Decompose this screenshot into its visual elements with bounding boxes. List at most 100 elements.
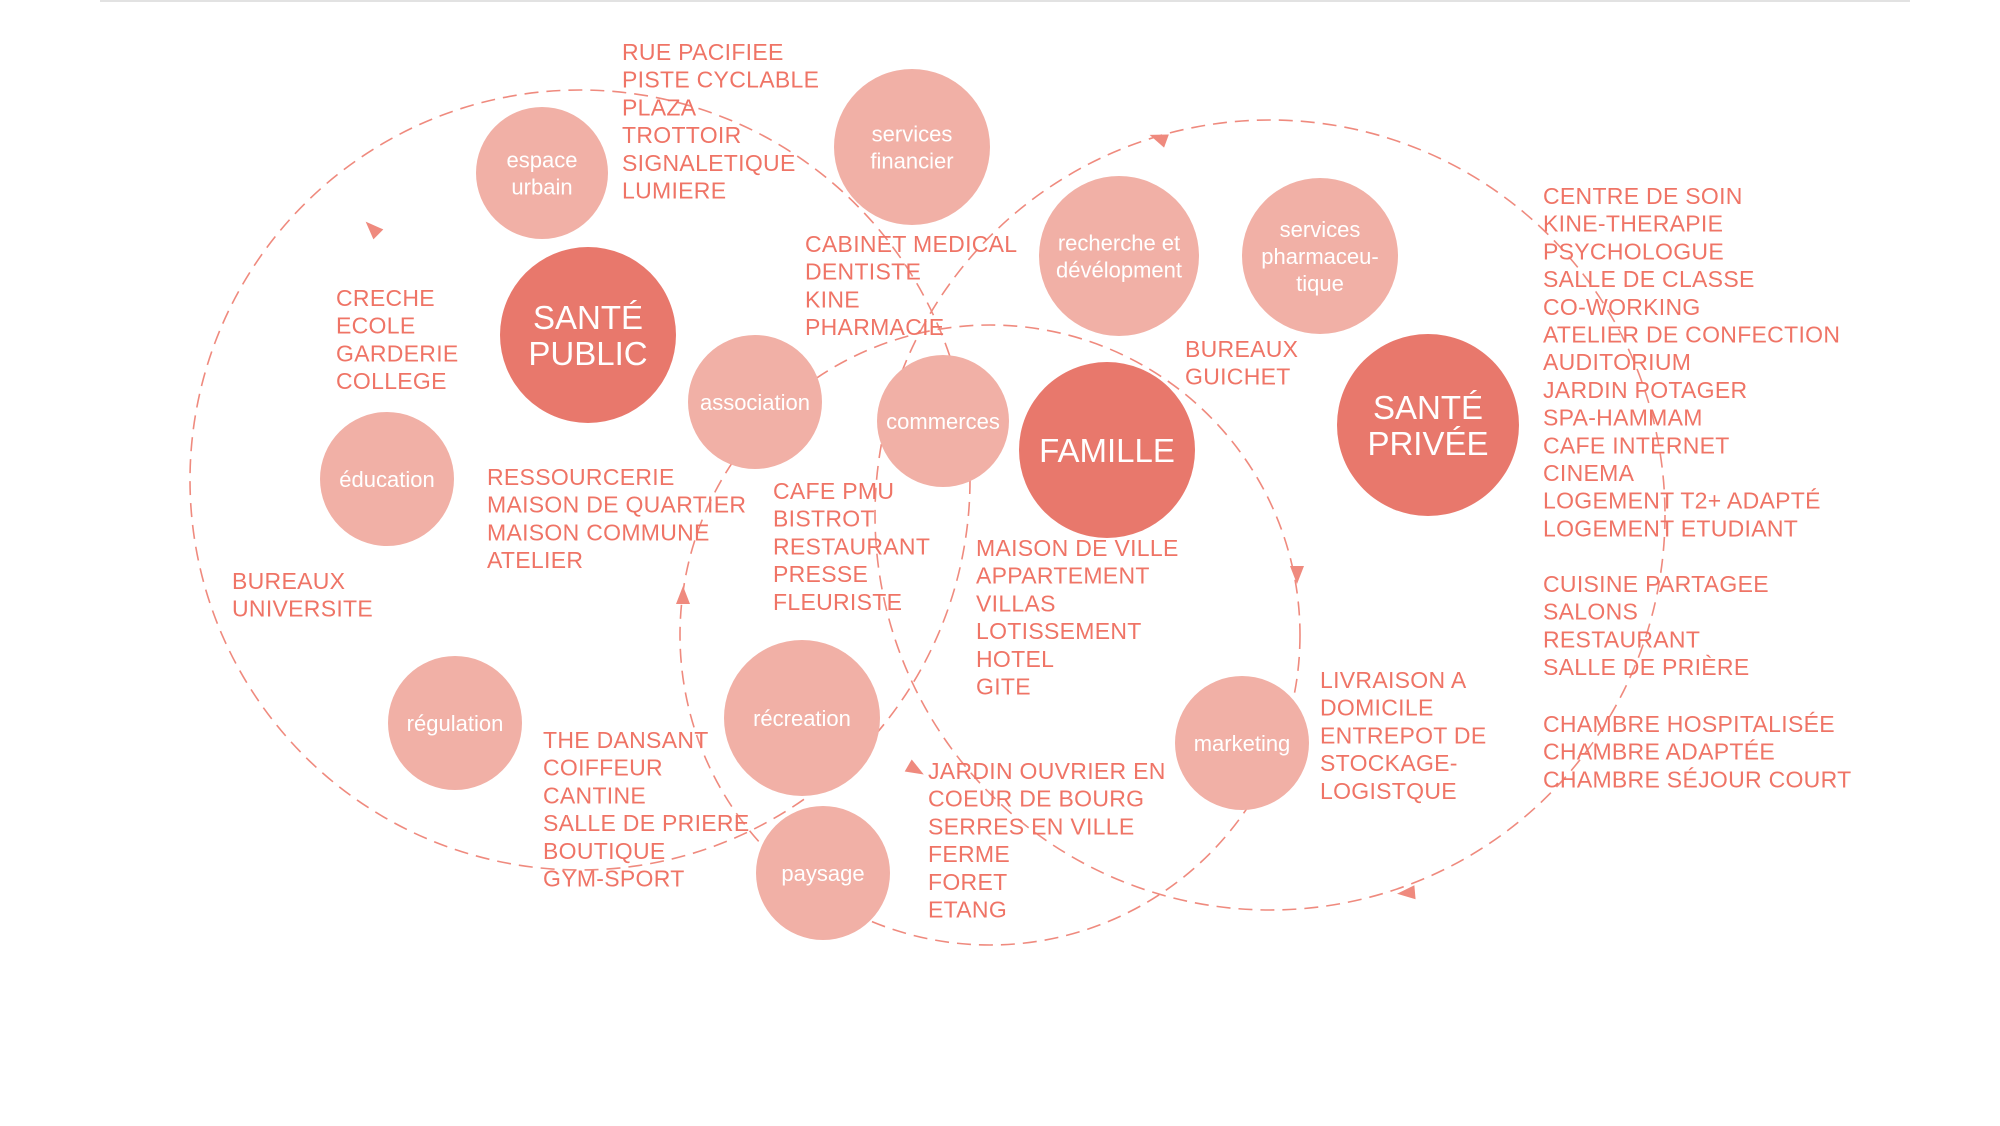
list-item: PHARMACIE: [805, 314, 944, 340]
ring-famille: [679, 324, 1301, 946]
bubble-circle: [688, 335, 822, 469]
bubble-label: recherche et: [1058, 231, 1180, 256]
bubble-circle: [388, 656, 522, 790]
list-item: DENTISTE: [805, 259, 921, 285]
list-famille: MAISON DE VILLEAPPARTEMENTVILLASLOTISSEM…: [976, 535, 1179, 700]
list-item: ETANG: [928, 897, 1007, 923]
list-item: ENTREPOT DE: [1320, 722, 1486, 748]
list-item: CINEMA: [1543, 460, 1635, 486]
ring-arrow-icon: [904, 759, 924, 775]
list-item: PRESSE: [773, 561, 868, 587]
list-item: CUISINE PARTAGEE: [1543, 571, 1769, 597]
list-item: JARDIN OUVRIER EN: [928, 758, 1166, 784]
list-item: GYM-SPORT: [543, 866, 685, 892]
list-item: COIFFEUR: [543, 755, 663, 781]
bubble-association: association: [688, 335, 822, 469]
bubble-circle: [1337, 334, 1519, 516]
bubble-marketing: marketing: [1175, 676, 1309, 810]
bubble-label: régulation: [407, 711, 504, 736]
list-item: RESTAURANT: [1543, 626, 1700, 652]
list-item: CABINET MEDICAL: [805, 231, 1017, 257]
list-item: FORET: [928, 869, 1007, 895]
bubble-label: SANTÉ: [1373, 389, 1483, 426]
list-item: GARDERIE: [336, 340, 459, 366]
list-item: FLEURISTE: [773, 589, 902, 615]
ring-arrow-icon: [676, 586, 690, 604]
bubble-circle: [500, 247, 676, 423]
bubble-label: marketing: [1194, 731, 1291, 756]
list-item: PSYCHOLOGUE: [1543, 238, 1724, 264]
list-item: GITE: [976, 674, 1031, 700]
list-item: CRECHE: [336, 285, 435, 311]
bubble-circle: [724, 640, 880, 796]
list-item: CHAMBRE SÉJOUR COURT: [1543, 766, 1851, 792]
list-item: RESTAURANT: [773, 533, 930, 559]
list-item: JARDIN POTAGER: [1543, 377, 1747, 403]
bubble-circle: [476, 107, 608, 239]
list-item: MAISON DE QUARTIER: [487, 492, 746, 518]
bubble-circle: [1019, 362, 1195, 538]
bubble-label: PUBLIC: [528, 335, 647, 372]
list-item: SERRES EN VILLE: [928, 813, 1134, 839]
list-item: BUREAUX: [232, 568, 345, 594]
list-item: DOMICILE: [1320, 695, 1434, 721]
bubble-label: association: [700, 390, 810, 415]
list-item: SPA-HAMMAM: [1543, 405, 1703, 431]
ring-arrow-icon: [365, 221, 384, 240]
list-item: SIGNALETIQUE: [622, 150, 796, 176]
list-item: ECOLE: [336, 313, 415, 339]
bubble-label: récreation: [753, 706, 851, 731]
bubble-label: pharmaceu-: [1261, 244, 1378, 269]
list-item: APPARTEMENT: [976, 563, 1150, 589]
list-item: GUICHET: [1185, 364, 1291, 390]
top-divider: [100, 0, 1910, 2]
bubble-label: dévélopment: [1056, 258, 1182, 283]
list-item: MAISON COMMUNE: [487, 519, 710, 545]
bubble-label: SANTÉ: [533, 299, 643, 336]
list-item: LOTISSEMENT: [976, 618, 1142, 644]
list-item: HOTEL: [976, 646, 1054, 672]
list-item: LOGEMENT T2+ ADAPTÉ: [1543, 488, 1821, 514]
list-item: COEUR DE BOURG: [928, 786, 1144, 812]
list-item: CO-WORKING: [1543, 294, 1701, 320]
list-item: LOGEMENT ETUDIANT: [1543, 515, 1798, 541]
list-item: FERME: [928, 841, 1010, 867]
list-item: CAFE PMU: [773, 478, 894, 504]
list-item: VILLAS: [976, 590, 1056, 616]
bubble-circle: [320, 412, 454, 546]
bubble-label: tique: [1296, 271, 1344, 296]
bubble-label: services: [1280, 217, 1361, 242]
list-item: LUMIERE: [622, 178, 726, 204]
list-item: SALONS: [1543, 599, 1638, 625]
ring-arrow-icon: [1149, 134, 1169, 148]
bubble-label: commerces: [886, 409, 1000, 434]
list-item: SALLE DE PRIÈRE: [1543, 654, 1749, 680]
list-item: AUDITORIUM: [1543, 349, 1691, 375]
ring-arrows: [365, 134, 1416, 900]
list-item: TROTTOIR: [622, 122, 742, 148]
list-item: COLLEGE: [336, 368, 447, 394]
bubble-circle: [1175, 676, 1309, 810]
bubble-commerces: commerces: [877, 355, 1009, 487]
list-item: BUREAUX: [1185, 336, 1298, 362]
list-item: CHAMBRE HOSPITALISÉE: [1543, 711, 1835, 737]
bubble-label: paysage: [781, 861, 864, 886]
list-item: CENTRE DE SOIN: [1543, 183, 1743, 209]
list-item: ATELIER DE CONFECTION: [1543, 322, 1840, 348]
list-item: MAISON DE VILLE: [976, 535, 1179, 561]
list-item: SALLE DE CLASSE: [1543, 266, 1755, 292]
list-item: RUE PACIFIEE: [622, 39, 784, 65]
bubble-label: espace: [507, 148, 578, 173]
list-item: CHAMBRE ADAPTÉE: [1543, 739, 1775, 765]
list-item: PISTE CYCLABLE: [622, 67, 819, 93]
